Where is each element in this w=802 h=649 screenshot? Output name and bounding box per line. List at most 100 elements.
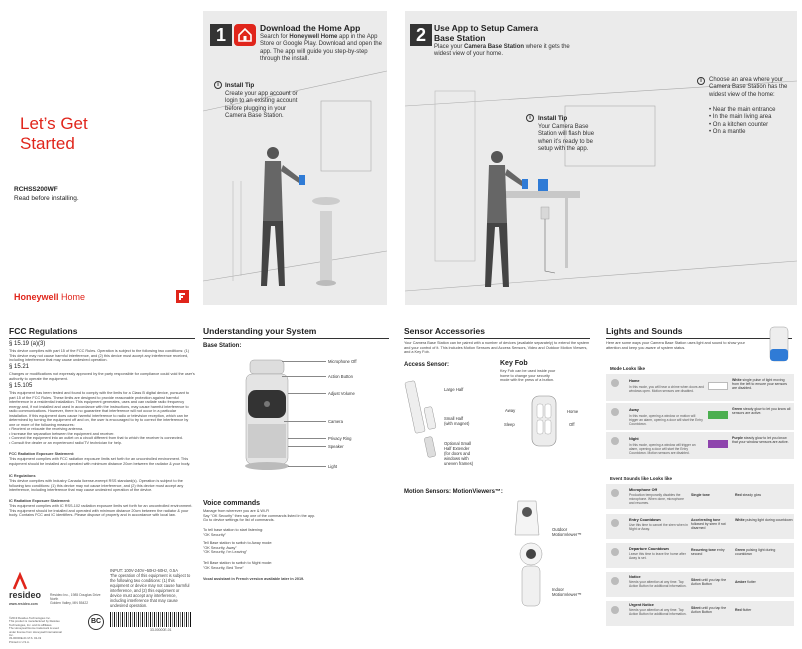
info-icon: i	[214, 81, 222, 89]
resideo-wordmark: resideo	[9, 590, 42, 600]
ic-radiation-body: This equipment complies with IC RSS-102 …	[9, 504, 193, 517]
events-title: Event Sounds like Looks like	[610, 476, 673, 481]
ic-body: This device complies with Industry Canad…	[9, 479, 184, 492]
event-row-microphone-off	[606, 484, 794, 509]
ic-head: IC Regulations	[9, 474, 36, 478]
bc-mark: BC	[88, 614, 104, 630]
voice-note: Vocal assistant in French version availa…	[203, 577, 305, 581]
callout-adjust-volume: Adjust Volume	[328, 391, 355, 396]
fcc-s2-head: § 15.21	[9, 364, 30, 370]
entry-countdown-icon	[611, 519, 619, 527]
lights-intro: Here are some ways your Camera Base Stat…	[606, 341, 745, 350]
website: www.resideo.com	[9, 602, 38, 606]
event-row-notice	[606, 572, 794, 597]
indoor-motionviewer-illustration	[519, 542, 543, 607]
mode-night-swatch	[708, 440, 728, 448]
mode-night-look: Purple steady glow to let you know that …	[732, 436, 789, 445]
label-indoor-motionviewer: Indoor MotionViewer™	[552, 587, 582, 597]
list-item: • On a mantle	[709, 129, 746, 136]
event-mic-sound: Single tone	[691, 493, 710, 497]
voice-cmd: To tell base station to start listening:…	[203, 528, 264, 537]
fcc-s1-body: This device complies with part 15 of the…	[9, 349, 190, 362]
system-title: Understanding your System	[203, 326, 317, 336]
mode-row-away	[606, 403, 794, 430]
voice-cmd: Tell Base station to switch to Night mod…	[203, 561, 273, 570]
home-app-icon	[234, 24, 256, 46]
brand-light: Home	[58, 292, 86, 302]
lights-title: Lights and Sounds	[606, 326, 683, 336]
voice-cmd: Tell Base station to switch to Away mode…	[203, 541, 273, 554]
callout-camera: Camera	[328, 419, 343, 424]
event-notice-look: Amber flutter	[735, 580, 756, 584]
event-departure-desc: Leave this time to leave the home after …	[629, 552, 686, 560]
event-mic-desc: Production temporarily disables the micr…	[629, 493, 684, 505]
divider	[404, 338, 590, 339]
callout-privacy-ring: Privacy Ring	[328, 436, 352, 441]
callout-action-button: Action Button	[328, 374, 353, 379]
step1-body: Search for Honeywell Home app in the App…	[260, 34, 384, 64]
ic-radiation-head: IC Radiation Exposure Statement:	[9, 499, 71, 503]
event-urgent-look: Red flutter	[735, 608, 752, 612]
label-small-half: Small Half (with magnet)	[444, 416, 470, 426]
fcc-title: FCC Regulations	[9, 326, 78, 336]
step2-number: 2	[410, 24, 432, 46]
fcc-bullets: • Reorient or relocate the receiving ant…	[9, 427, 195, 445]
callout-line	[282, 376, 326, 377]
keyfob-desc: Key Fob can be used inside your home to …	[500, 369, 556, 382]
input-rating: INPUT: 100V-240V~50Hz-60Hz, 0.5A The ope…	[110, 568, 191, 608]
info-icon: i	[697, 77, 705, 85]
mode-night-label: Night	[629, 437, 639, 441]
step2-title-line2: Base Station	[434, 33, 486, 43]
step1-tip-title: Install Tip	[225, 82, 255, 89]
fcc-s3-head: § 15.105	[9, 383, 33, 389]
divider	[203, 338, 389, 339]
step1-room-illustration	[203, 70, 387, 286]
step2-title-line1: Use App to Setup Camera	[434, 23, 539, 33]
fcc-s3-body: This equipment has been tested and found…	[9, 391, 190, 427]
callout-line	[288, 466, 326, 467]
sensors-title: Sensor Accessories	[404, 326, 485, 336]
base-station-illustration	[245, 359, 289, 470]
mode-home-desc: In this mode, you will hear a chime when…	[629, 385, 704, 393]
keyfob-title: Key Fob	[500, 360, 528, 367]
callout-light: Light	[328, 464, 338, 469]
divider	[9, 338, 195, 339]
keyfob-off: Off	[569, 422, 575, 427]
cover-title: Let’s Get Started	[20, 114, 88, 154]
cover-title-line2: Started	[20, 134, 75, 153]
list-item: • Consult the dealer or an experienced r…	[9, 440, 122, 445]
event-entry-sound: Accelerating tone followed by siren if n…	[691, 518, 726, 531]
mode-home-label: Home	[629, 379, 640, 383]
resideo-address: Resideo Inc., 1985 Douglas Drive North G…	[50, 593, 101, 605]
event-row-urgent-notice	[606, 601, 794, 626]
honeywell-home-logo: Honeywell Home	[14, 292, 85, 302]
fcc-rf-body: This equipment complies with FCC radiati…	[9, 457, 191, 466]
resideo-logo-icon	[11, 571, 29, 590]
barcode-number: 33-00000E-01	[150, 628, 172, 632]
sensors-intro: Your Camera Base Station can be paired w…	[404, 341, 590, 354]
event-urgent-desc: Needs your attention at any time. Tap Ac…	[629, 608, 687, 616]
step1-body-bold: Honeywell Home	[289, 34, 338, 40]
fcc-s1-head: § 15.19 (a)(3)	[9, 341, 46, 347]
label-outdoor-motionviewer: Outdoor MotionViewer™	[552, 527, 582, 537]
event-departure-look: Green pulsing light during countdown	[735, 548, 776, 557]
step2-body-post: where it gets the widest view of your ho…	[434, 44, 570, 58]
mode-away-swatch	[708, 411, 728, 419]
event-urgent-sound: Silent until you tap the Action Button	[691, 606, 727, 615]
list-item: • Near the main entrance	[709, 107, 776, 113]
callout-speaker: Speaker	[328, 444, 344, 449]
urgent-notice-icon	[611, 606, 619, 614]
keyfob-home: Home	[567, 409, 579, 414]
callout-line	[288, 446, 326, 447]
mode-away-look: Green steady glow to let you know all se…	[732, 407, 791, 416]
callout-line	[284, 421, 326, 422]
divider	[606, 338, 792, 339]
away-icon	[611, 408, 619, 416]
base-station-light-illustration	[769, 326, 789, 362]
notice-icon	[611, 577, 619, 585]
honeywell-flag-icon	[176, 290, 189, 303]
home-icon	[611, 379, 619, 387]
microphone-icon	[611, 489, 619, 497]
step1-title: Download the Home App	[260, 23, 361, 33]
event-notice-sound: Silent until you tap the Action Button	[691, 578, 727, 587]
